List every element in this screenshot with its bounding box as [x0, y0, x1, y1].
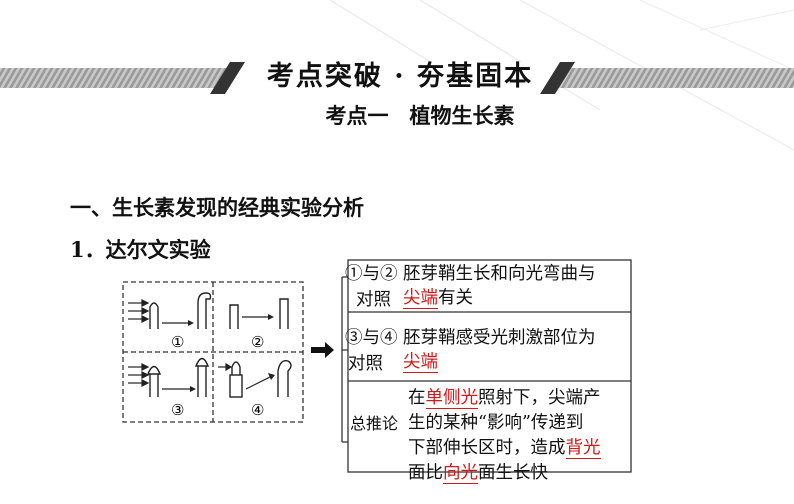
row1-label-top: ①与②	[345, 264, 398, 284]
row1-label-bottom: 对照	[356, 290, 391, 310]
coleoptile-4b	[277, 360, 292, 397]
row3-line1: 在单侧光照射下，尖端产	[408, 388, 601, 409]
coleoptile-1a	[149, 302, 159, 329]
row3-label: 总推论	[350, 414, 399, 433]
row1-text-line1: 胚芽鞘生长和向光弯曲与	[403, 264, 596, 284]
section-heading: 一、生长素发现的经典实验分析	[70, 195, 364, 220]
row3-highlight-3: 向光	[443, 463, 478, 484]
coleoptile-4a	[231, 361, 241, 397]
row2-label-bottom: 对照	[348, 354, 383, 374]
banner-bar	[0, 62, 794, 94]
label-3: ③	[171, 401, 184, 419]
label-4: ④	[251, 401, 264, 419]
bracket	[341, 276, 348, 443]
page-subtitle: 考点一 植物生长素	[325, 103, 515, 128]
row2-text-line2: 尖端	[403, 350, 438, 374]
result-arrow	[311, 342, 334, 358]
light-arrows-3	[128, 363, 150, 387]
row2-text-line1: 胚芽鞘感受光刺激部位为	[403, 328, 596, 348]
row3-line2: 生的某种“影响”传递到	[408, 413, 584, 433]
coleoptile-1b	[197, 292, 212, 329]
light-arrows-4	[218, 362, 233, 372]
coleoptile-2a	[229, 304, 239, 329]
row3-highlight-2: 背光	[565, 438, 601, 459]
light-arrows-1	[128, 299, 150, 323]
row2-highlight: 尖端	[403, 352, 438, 373]
row1-text-line2: 尖端有关	[403, 288, 473, 309]
coleoptile-2b	[279, 298, 289, 329]
row1-highlight: 尖端	[403, 288, 438, 309]
row2-label-top: ③与④	[345, 328, 398, 348]
banner-title: 考点突破 · 夯基固本	[266, 61, 534, 92]
label-1: ①	[171, 333, 184, 351]
darwin-experiment-diagram: ① ② ③ ④	[122, 259, 632, 473]
row3-highlight-1: 单侧光	[425, 388, 478, 409]
row3-line4: 面比向光面生长快	[408, 463, 548, 484]
subsection-heading: 1．达尔文实验	[70, 237, 211, 262]
label-2: ②	[251, 333, 264, 351]
row3-line3: 下部伸长区时，造成背光	[408, 438, 601, 459]
table-frame	[347, 259, 632, 473]
